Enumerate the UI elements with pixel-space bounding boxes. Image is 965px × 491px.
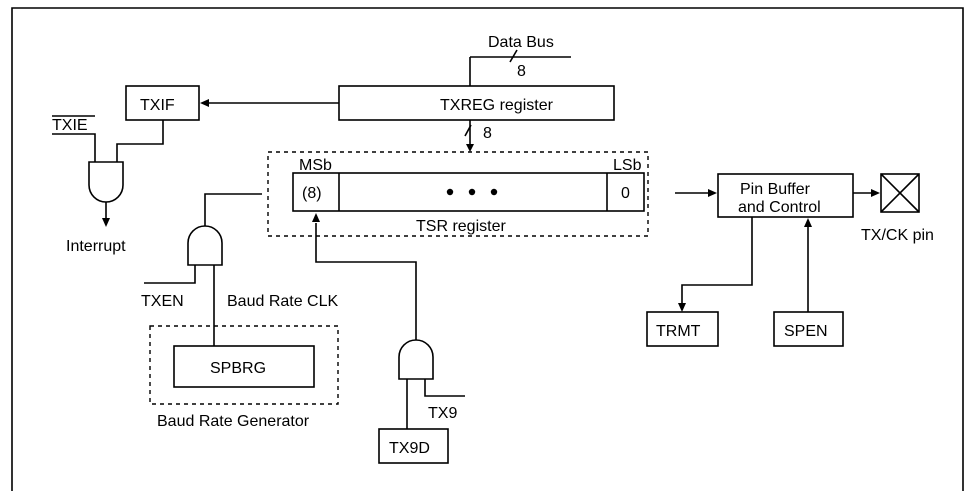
trmt-arrowhead (678, 303, 686, 312)
data-bus-width-tick (509, 49, 518, 63)
tsr-ellipsis-dot-2 (468, 188, 476, 196)
txck-pin-label: TX/CK pin (861, 227, 934, 244)
pin-buffer-to-trmt-line (681, 217, 753, 304)
baud-gate-to-tsr-line (204, 193, 262, 226)
tx9-and-gate (398, 339, 434, 380)
spen-box (773, 311, 844, 347)
figure-frame (11, 7, 258, 491)
pin-buffer-control-box (717, 173, 854, 218)
txreg-register-box (338, 85, 615, 121)
txif-box (125, 85, 200, 121)
txif-label: TXIF (140, 97, 175, 114)
tx9-label: TX9 (428, 405, 457, 422)
txie-line (52, 133, 96, 162)
spen-label: SPEN (784, 323, 828, 340)
txie-label: TXIE (52, 117, 88, 134)
tsr-to-pin-buffer-arrowhead (708, 189, 717, 197)
txck-pin-cross (880, 173, 920, 213)
tsr-msb-cell-label: (8) (302, 185, 322, 202)
txif-to-and-line (116, 120, 164, 162)
msb-arrowhead (312, 213, 320, 222)
tx9-gate-to-msb-line (315, 223, 417, 340)
tx9d-label: TX9D (389, 440, 430, 457)
baud-rate-clk-label: Baud Rate CLK (227, 293, 339, 310)
interrupt-arrowhead (102, 218, 110, 227)
trmt-label: TRMT (656, 323, 701, 340)
data-bus-line (469, 56, 571, 86)
data-bus-width-label: 8 (517, 63, 526, 80)
tx9d-box (378, 428, 449, 464)
tsr-lsb-cell-label: 0 (621, 185, 630, 202)
pin-buffer-label-line2: and Control (738, 199, 821, 216)
pin-buffer-label-line1: Pin Buffer (740, 181, 811, 198)
txreg-to-tsr-arrowhead (466, 144, 474, 152)
baud-and-gate (187, 225, 223, 266)
tsr-register-box (292, 172, 645, 212)
txreg-width-label: 8 (483, 125, 492, 142)
tsr-ellipsis-dot-3 (490, 188, 498, 196)
baud-rate-generator-region (149, 325, 339, 405)
txen-label: TXEN (141, 293, 184, 310)
figure-frame-top (258, 7, 964, 491)
baud-rate-generator-label: Baud Rate Generator (157, 413, 310, 430)
msb-label: MSb (299, 157, 332, 174)
spbrg-label: SPBRG (210, 360, 266, 377)
tx9-line (424, 379, 465, 397)
txen-line (144, 265, 196, 284)
spbrg-box (173, 345, 315, 388)
data-bus-label: Data Bus (488, 34, 554, 51)
interrupt-and-gate (88, 161, 124, 203)
txreg-width-tick (464, 124, 472, 137)
txreg-to-txif-arrowhead (200, 99, 209, 107)
lsb-label: LSb (613, 157, 642, 174)
tsr-ellipsis-dot-1 (446, 188, 454, 196)
interrupt-label: Interrupt (66, 238, 126, 255)
txreg-register-label: TXREG register (440, 97, 554, 114)
trmt-box (646, 311, 719, 347)
spen-arrowhead (804, 218, 812, 227)
tsr-register-label: TSR register (416, 218, 506, 235)
pin-buffer-to-pin-arrowhead (871, 189, 880, 197)
